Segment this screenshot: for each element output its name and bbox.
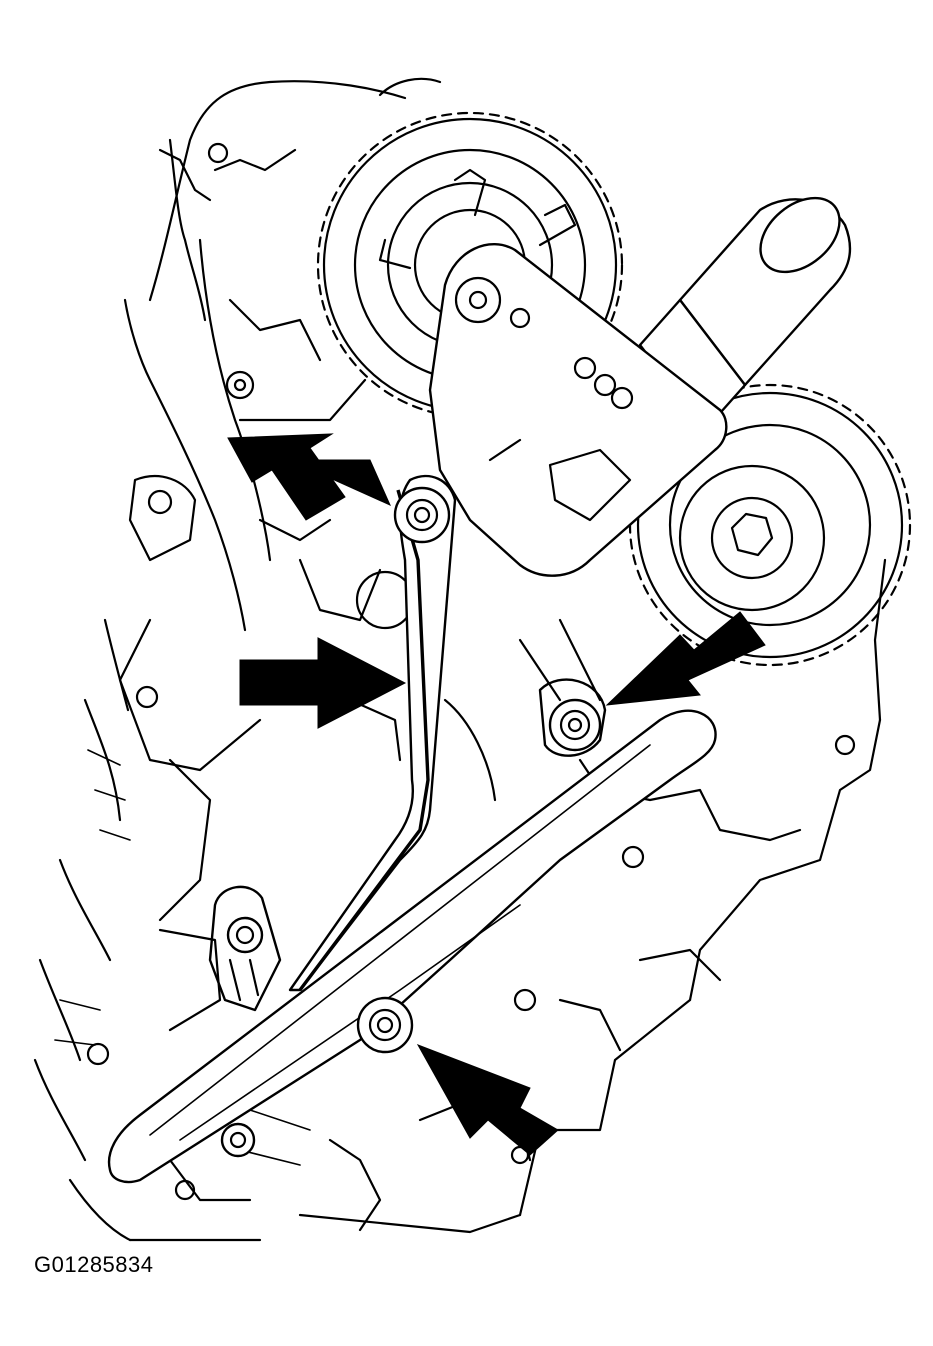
housing-holes (86, 142, 856, 1201)
bracket-bolt-lower (220, 1122, 256, 1158)
figure-id-label: G01285834 (34, 1252, 154, 1277)
guide-lower-bolt-arrow (416, 1044, 559, 1156)
lower-left-bracket (158, 885, 282, 1032)
tensioner-upper-bolt-arrow (227, 433, 346, 521)
tensioner-bracket (428, 243, 728, 577)
bolts (220, 486, 602, 1158)
guide-lower-bolt (356, 996, 414, 1054)
socket-tool (638, 196, 852, 432)
tensioner-upper-bolt-arrowhead (289, 459, 391, 506)
tensioner-arm-arrow (239, 637, 407, 729)
right-pivot-bolt-arrow (605, 611, 766, 706)
right-pivot-bolt (548, 698, 602, 752)
upper-tensioner-bolt (393, 486, 451, 544)
callout-arrows (227, 433, 766, 1156)
engine-housing (33, 77, 887, 1242)
bracket-bolt-upper (226, 916, 264, 954)
chain-guide-lower (107, 709, 717, 1184)
